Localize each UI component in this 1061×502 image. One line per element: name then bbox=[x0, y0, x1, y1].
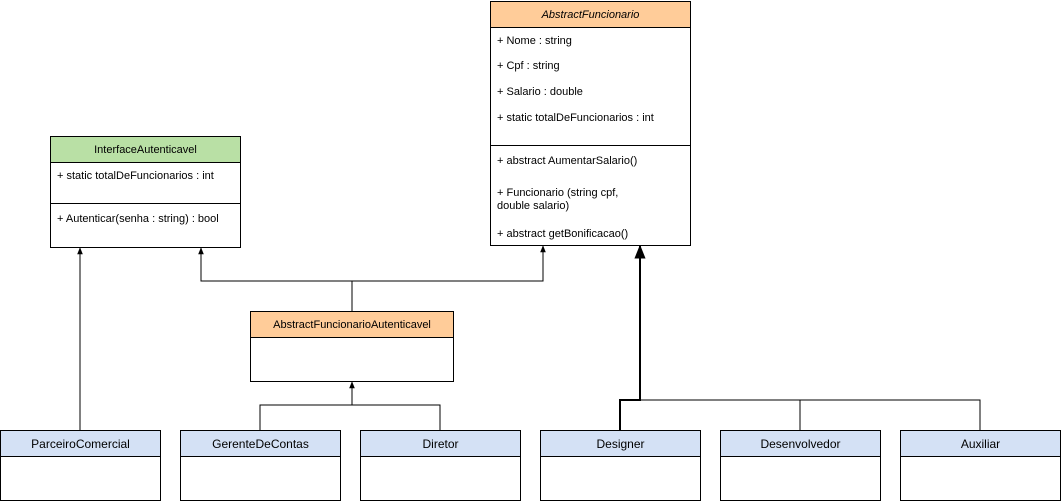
class-abstract-funcionario[interactable]: AbstractFuncionario + Nome : string + Cp… bbox=[490, 1, 691, 246]
edge-gerente-to-afa bbox=[259, 381, 355, 430]
class-abstract-funcionario-autenticavel[interactable]: AbstractFuncionarioAutenticavel bbox=[250, 311, 454, 382]
method: + abstract getBonificacao() bbox=[497, 228, 629, 240]
class-interface-autenticavel[interactable]: InterfaceAutenticavel + static totalDeFu… bbox=[50, 136, 241, 248]
divider bbox=[51, 203, 240, 204]
attribute: + Nome : string bbox=[497, 35, 572, 47]
attribute: + Cpf : string bbox=[497, 60, 560, 72]
edge-afa-to-interface bbox=[198, 247, 353, 311]
class-auxiliar[interactable]: Auxiliar bbox=[900, 430, 1061, 501]
class-gerente-de-contas[interactable]: GerenteDeContas bbox=[180, 430, 341, 501]
edge-diretor-to-afa bbox=[352, 404, 441, 430]
class-diretor[interactable]: Diretor bbox=[360, 430, 521, 501]
class-designer[interactable]: Designer bbox=[540, 430, 701, 501]
class-parceiro-comercial[interactable]: ParceiroComercial bbox=[0, 430, 161, 501]
attribute: + static totalDeFuncionarios : int bbox=[497, 112, 654, 124]
class-header: Diretor bbox=[361, 431, 520, 457]
class-desenvolvedor[interactable]: Desenvolvedor bbox=[720, 430, 881, 501]
class-header: InterfaceAutenticavel bbox=[51, 137, 240, 163]
method: + Funcionario (string cpf, double salari… bbox=[497, 187, 619, 212]
class-header: Auxiliar bbox=[901, 431, 1060, 457]
edge-designer-to-abstract-funcionario bbox=[619, 244, 646, 430]
class-header: Desenvolvedor bbox=[721, 431, 880, 457]
class-header: AbstractFuncionarioAutenticavel bbox=[251, 312, 453, 338]
edge-afa-to-abstract-funcionario bbox=[352, 245, 546, 282]
class-header: Designer bbox=[541, 431, 700, 457]
divider bbox=[491, 145, 690, 146]
class-header: GerenteDeContas bbox=[181, 431, 340, 457]
class-header: AbstractFuncionario bbox=[491, 2, 690, 28]
attribute: + static totalDeFuncionarios : int bbox=[57, 170, 214, 182]
method: + abstract AumentarSalario() bbox=[497, 155, 638, 167]
class-header: ParceiroComercial bbox=[1, 431, 160, 457]
edge-desenvolvedor-to-abstract-funcionario bbox=[640, 399, 801, 430]
method: + Autenticar(senha : string) : bool bbox=[57, 213, 219, 225]
attribute: + Salario : double bbox=[497, 86, 583, 98]
edge-auxiliar-to-abstract-funcionario bbox=[640, 399, 981, 430]
